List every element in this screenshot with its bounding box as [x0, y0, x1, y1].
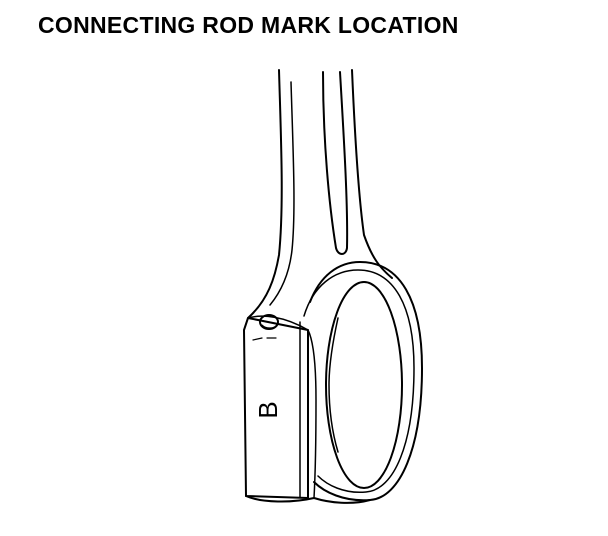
oil-hole	[259, 314, 279, 330]
shank-groove	[322, 71, 349, 255]
bore-shadow	[328, 317, 339, 453]
big-end-flange	[303, 269, 415, 494]
bearing-bore	[325, 281, 403, 489]
shank-inner-line	[269, 81, 295, 306]
oil-hole-inner	[261, 324, 278, 329]
shade-stroke	[252, 337, 263, 341]
rod-cap-face	[243, 317, 309, 499]
big-end-outer	[309, 261, 423, 502]
rod-mark-letter: B	[253, 401, 283, 418]
rod-shank-left-edge	[247, 69, 283, 319]
cap-bottom-edge	[245, 495, 371, 504]
cap-seam-line-2	[307, 329, 317, 499]
rod-shank-right-edge	[351, 69, 393, 279]
figure-title: CONNECTING ROD MARK LOCATION	[38, 12, 459, 38]
